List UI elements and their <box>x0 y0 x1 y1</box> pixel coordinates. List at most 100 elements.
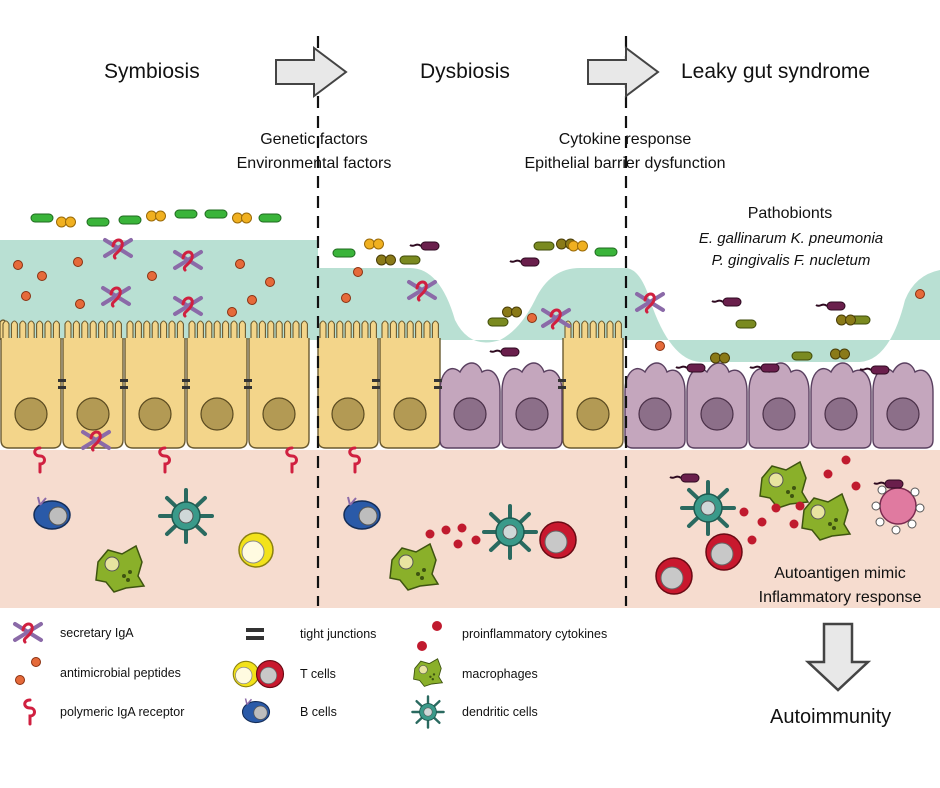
arrow-right-icon <box>587 46 660 98</box>
microvillus <box>27 320 35 340</box>
microvillus <box>81 320 89 340</box>
microvillus <box>160 320 168 340</box>
t-cell <box>655 557 693 595</box>
microvillus <box>230 320 238 340</box>
healthy-epithelial-cell <box>248 337 310 449</box>
microvillus <box>606 320 614 340</box>
microvillus <box>205 320 213 340</box>
microvillus <box>250 320 258 340</box>
factors-left: Genetic factors Environmental factors <box>214 128 414 176</box>
factor-environmental: Environmental factors <box>236 155 392 172</box>
microvillus <box>292 320 300 340</box>
healthy-epithelial-cell <box>0 337 62 449</box>
microvillus <box>275 320 283 340</box>
autoimmunity-label: Autoimmunity <box>770 706 892 728</box>
microvillus <box>114 320 122 340</box>
stage-dysbiosis-label: Dysbiosis <box>420 60 510 83</box>
damaged-epithelial-cell <box>686 362 748 449</box>
microvillus <box>389 320 397 340</box>
t-cell <box>705 533 743 571</box>
healthy-epithelial-cell <box>562 337 624 449</box>
dendritic-cell <box>680 480 736 536</box>
microvillus <box>188 320 196 340</box>
microvillus <box>89 320 97 340</box>
microvillus <box>381 320 389 340</box>
microvillus <box>126 320 134 340</box>
t-cell <box>539 521 577 559</box>
microvillus <box>98 320 106 340</box>
microvillus <box>72 320 80 340</box>
microvillus <box>598 320 606 340</box>
pathobionts-line-2: P. gingivalis F. nucletum <box>711 252 871 269</box>
dendritic-cell <box>158 488 214 544</box>
healthy-epithelial-cell <box>317 337 379 449</box>
outcome-line-2: Inflammatory response <box>758 589 922 606</box>
microvillus <box>222 320 230 340</box>
legend-tight-junctions: tight junctions <box>300 627 377 641</box>
factor-cytokine: Cytokine response <box>558 131 692 148</box>
microvillus <box>589 320 597 340</box>
damaged-epithelial-cell <box>501 362 563 449</box>
pathobionts-heading: Pathobionts <box>747 205 833 222</box>
legend-t-cells: T cells <box>300 667 336 681</box>
microvillus <box>134 320 142 340</box>
damaged-epithelial-cell <box>872 362 934 449</box>
legend-macrophages: macrophages <box>462 667 538 681</box>
microvillus <box>213 320 221 340</box>
microvillus <box>415 320 423 340</box>
microvillus <box>2 320 10 340</box>
antimicrobial-peptides <box>13 257 925 351</box>
damaged-epithelial-cell <box>748 362 810 449</box>
healthy-epithelial-cell <box>186 337 248 449</box>
microvillus <box>423 320 431 340</box>
microvillus <box>572 320 580 340</box>
arrow-right-icon <box>275 46 348 98</box>
microvillus <box>319 320 327 340</box>
damaged-epithelial-cell <box>439 362 501 449</box>
microvillus <box>196 320 204 340</box>
microvillus <box>336 320 344 340</box>
arrow-down-icon <box>804 622 872 692</box>
microvillus <box>10 320 18 340</box>
microvillus <box>36 320 44 340</box>
legend-antimicrobial-peptides: antimicrobial peptides <box>60 666 181 680</box>
microvillus <box>19 320 27 340</box>
microvillus <box>106 320 114 340</box>
microvillus <box>151 320 159 340</box>
microvillus <box>176 320 184 340</box>
microvillus <box>300 320 308 340</box>
legend-icons <box>13 621 445 729</box>
microvillus <box>353 320 361 340</box>
microvillus <box>406 320 414 340</box>
microvillus <box>614 320 622 340</box>
microvillus <box>361 320 369 340</box>
microvillus <box>398 320 406 340</box>
damaged-epithelial-cell <box>624 362 686 449</box>
microvillus <box>581 320 589 340</box>
factor-genetic: Genetic factors <box>260 131 368 148</box>
damaged-epithelial-cell <box>810 362 872 449</box>
legend-secretory-iga: secretary IgA <box>60 626 134 640</box>
pathobionts-list: E. gallinarum K. pneumonia P. gingivalis… <box>676 228 906 272</box>
microvillus <box>143 320 151 340</box>
microvillus <box>267 320 275 340</box>
t-cell <box>238 532 274 568</box>
microvillus <box>168 320 176 340</box>
microvillus <box>431 320 439 340</box>
proinflammatory-cytokines <box>425 455 861 549</box>
outcome-text: Autoantigen mimic Inflammatory response <box>742 562 938 610</box>
factors-right: Cytokine response Epithelial barrier dys… <box>500 128 750 176</box>
healthy-epithelial-cell <box>124 337 186 449</box>
dendritic-cell <box>482 504 538 560</box>
microvillus <box>52 320 60 340</box>
microvillus <box>344 320 352 340</box>
factor-barrier: Epithelial barrier dysfunction <box>524 155 726 172</box>
microvillus <box>327 320 335 340</box>
legend-dendritic-cells: dendritic cells <box>462 705 538 719</box>
legend-proinflammatory-cytokines: proinflammatory cytokines <box>462 627 608 641</box>
legend-b-cells: B cells <box>300 705 337 719</box>
healthy-epithelial-cell <box>379 337 441 449</box>
microvillus <box>369 320 377 340</box>
healthy-epithelial-cell <box>62 337 124 449</box>
